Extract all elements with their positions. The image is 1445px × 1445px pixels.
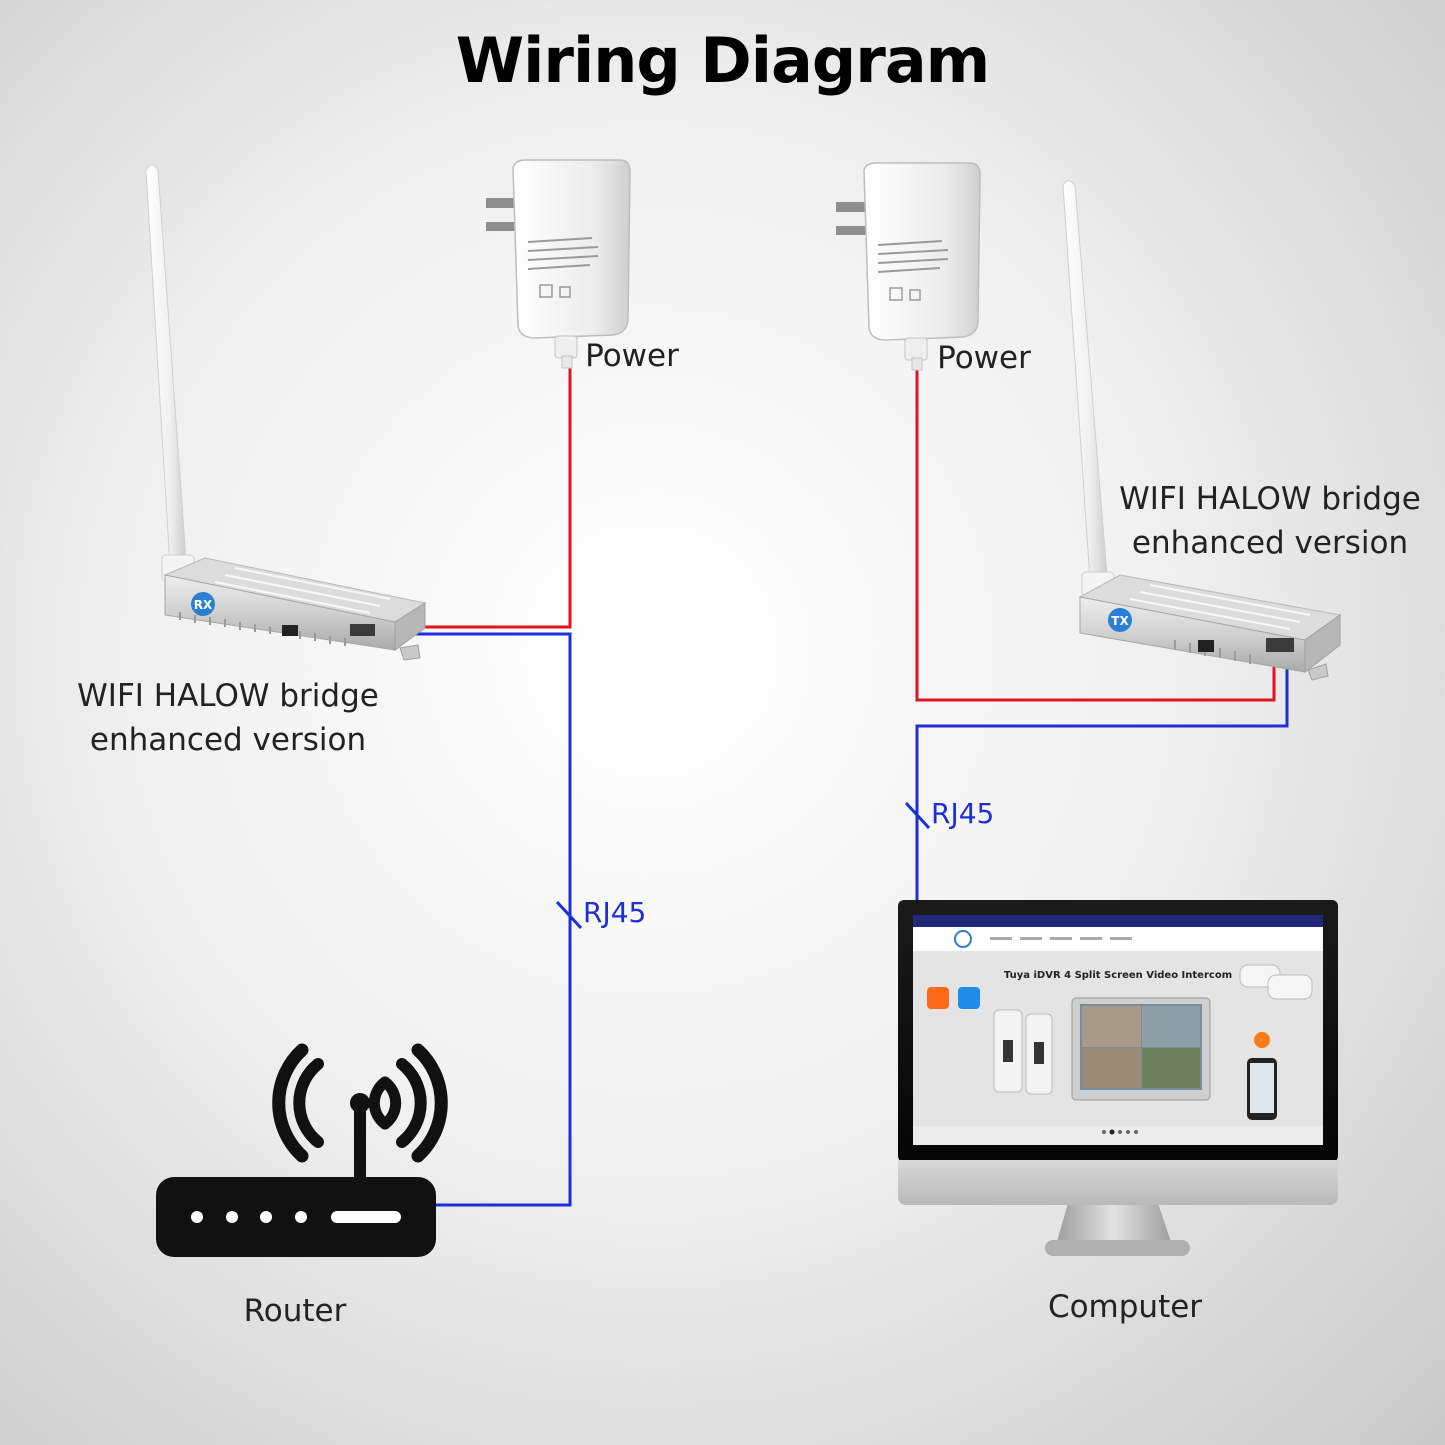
wifi-signal-icon bbox=[272, 1043, 448, 1163]
right-bridge-label-line2: enhanced version bbox=[1131, 525, 1409, 561]
right-power-adapter-icon bbox=[836, 162, 981, 371]
right-rj45-label: RJ45 bbox=[931, 797, 995, 830]
computer-screen: Tuya iDVR 4 Split Screen Video Intercom bbox=[913, 915, 1323, 1145]
left-rj45-label: RJ45 bbox=[583, 896, 647, 929]
computer-monitor-icon: Tuya iDVR 4 Split Screen Video Intercom bbox=[898, 900, 1338, 1256]
left-power-wire bbox=[378, 368, 572, 629]
router-label: Router bbox=[243, 1293, 347, 1329]
screen-headline: Tuya iDVR 4 Split Screen Video Intercom bbox=[1004, 970, 1232, 981]
right-bridge-label-line1: WIFI HALOW bridge bbox=[1119, 481, 1421, 517]
left-wireless-bridge-icon: RX bbox=[163, 557, 427, 661]
diagram-title: Wiring Diagram bbox=[455, 24, 991, 97]
right-wireless-bridge-icon: TX bbox=[1078, 574, 1342, 681]
right-power-wire bbox=[915, 370, 1276, 702]
router-icon bbox=[156, 1093, 436, 1257]
left-bridge-antenna-icon bbox=[145, 164, 195, 582]
right-bridge-antenna-icon bbox=[1062, 180, 1115, 597]
left-bridge-label: WIFI HALOW bridge enhanced version bbox=[48, 674, 408, 762]
left-power-label: Power bbox=[585, 338, 679, 374]
right-bridge-label: WIFI HALOW bridge enhanced version bbox=[1090, 477, 1445, 565]
computer-label: Computer bbox=[1047, 1289, 1203, 1325]
right-power-label: Power bbox=[937, 340, 1031, 376]
left-bridge-label-line2: enhanced version bbox=[89, 722, 367, 758]
left-bridge-label-line1: WIFI HALOW bridge bbox=[77, 678, 379, 714]
left-network-wire bbox=[378, 632, 583, 1207]
left-bridge-badge: RX bbox=[194, 598, 213, 612]
left-power-adapter-icon bbox=[486, 159, 631, 369]
right-network-wire bbox=[904, 648, 1289, 900]
right-bridge-badge: TX bbox=[1111, 614, 1129, 628]
